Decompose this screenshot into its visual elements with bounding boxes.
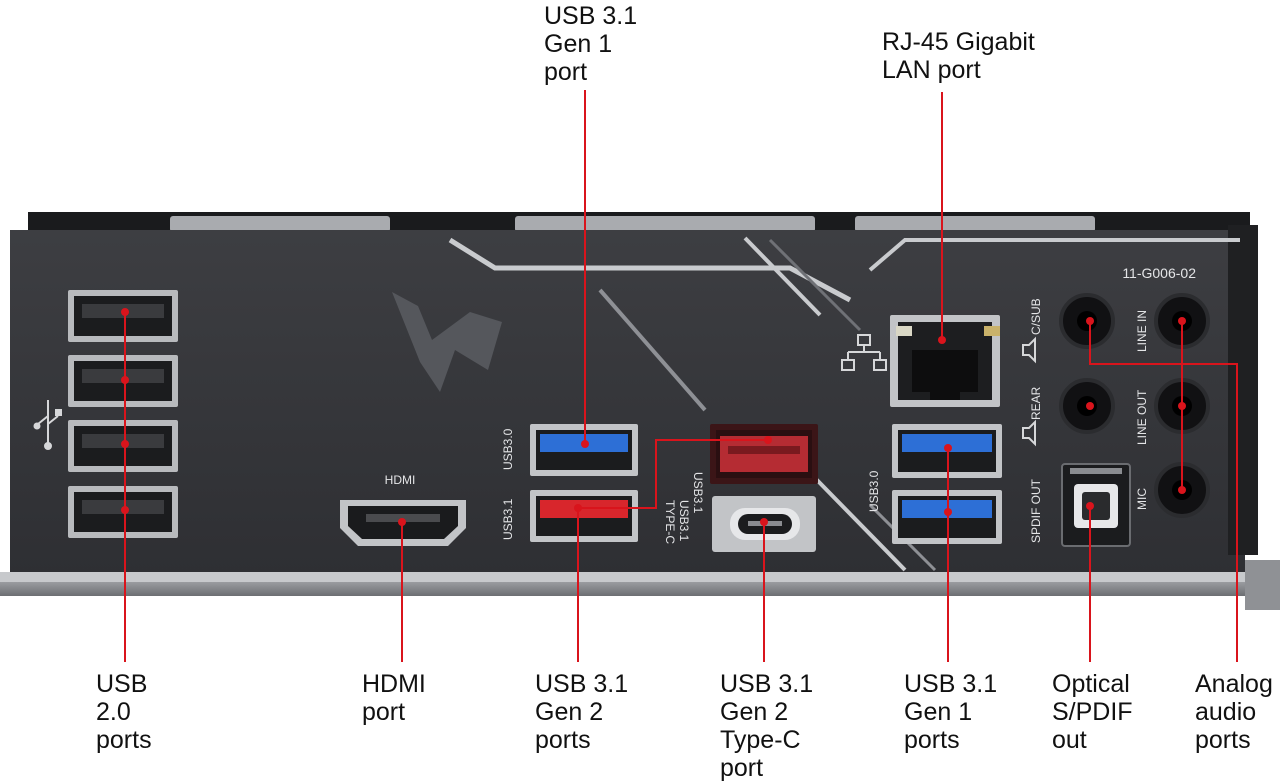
shield-tab xyxy=(170,216,390,232)
leader-audio-main xyxy=(1089,321,1238,662)
callout-analog-audio-ports: Analog audio ports xyxy=(1195,670,1273,754)
mic-panel-label: MIC xyxy=(1135,488,1149,510)
usb30-right-panel-label: USB3.0 xyxy=(867,470,881,512)
usb30-blue-port xyxy=(530,424,638,476)
leader-usb31-gen2 xyxy=(577,439,768,662)
decor-stripe xyxy=(868,238,1240,272)
decor-stripe xyxy=(598,288,707,412)
shield-tab xyxy=(515,216,815,232)
model-number-label: 11-G006-02 xyxy=(1122,265,1196,281)
shield-bottom-rail xyxy=(0,572,1280,582)
usb31-typec-line2: TYPE-C xyxy=(663,500,677,544)
decor-stripe xyxy=(768,238,862,332)
callout-usb31-gen1-ports: USB 3.1 Gen 1 ports xyxy=(904,670,998,754)
usb30-panel-label: USB3.0 xyxy=(501,428,515,470)
optical-spdif-port xyxy=(1061,463,1131,547)
decor-stripe xyxy=(813,476,907,572)
callout-usb20-ports: USB 2.0 ports xyxy=(96,670,152,754)
line-out-panel-label: LINE OUT xyxy=(1135,389,1149,445)
callout-rj45-lan-port: RJ-45 Gigabit LAN port xyxy=(882,28,1035,84)
usb31-typec-line1: USB3.1 xyxy=(677,500,691,542)
speaker-icon xyxy=(1022,336,1036,447)
rj45-lan-port xyxy=(890,315,1000,407)
callout-usb31-gen1-port: USB 3.1 Gen 1 port xyxy=(544,2,638,86)
hdmi-panel-label: HDMI xyxy=(385,473,416,487)
callout-optical-spdif-out: Optical S/PDIF out xyxy=(1052,670,1133,754)
rear-panel-label: REAR xyxy=(1029,386,1043,420)
shield-bottom-rail xyxy=(0,582,1280,596)
shield-tab xyxy=(855,216,1095,232)
callout-leaders xyxy=(124,90,1238,662)
callout-usb31-gen2-typec-port: USB 3.1 Gen 2 Type-C port xyxy=(720,670,814,782)
usb31-red-port-mid xyxy=(710,424,818,484)
callout-usb31-gen2-ports: USB 3.1 Gen 2 ports xyxy=(535,670,629,754)
network-icon xyxy=(841,334,887,371)
usb31-panel-label: USB3.1 xyxy=(501,498,515,540)
usb-symbol-icon xyxy=(33,400,62,450)
decor-stripe xyxy=(448,237,852,303)
usb31-mid-panel-label: USB3.1 xyxy=(691,472,705,514)
csub-panel-label: C/SUB xyxy=(1029,298,1043,335)
callout-dots xyxy=(121,308,1186,526)
eagle-logo-icon xyxy=(392,292,502,392)
usb31-typec-panel-label: USB3.1 TYPE-C xyxy=(663,500,691,545)
shield-right-edge xyxy=(1228,225,1258,555)
usb20-port-stack xyxy=(68,290,178,538)
callout-hdmi-port: HDMI port xyxy=(362,670,426,726)
usb31-red-port xyxy=(530,490,638,542)
spdif-out-panel-label: SPDIF OUT xyxy=(1029,478,1043,543)
shield-corner xyxy=(1245,560,1280,610)
decor-stripe xyxy=(743,236,822,317)
line-in-panel-label: LINE IN xyxy=(1135,310,1149,352)
